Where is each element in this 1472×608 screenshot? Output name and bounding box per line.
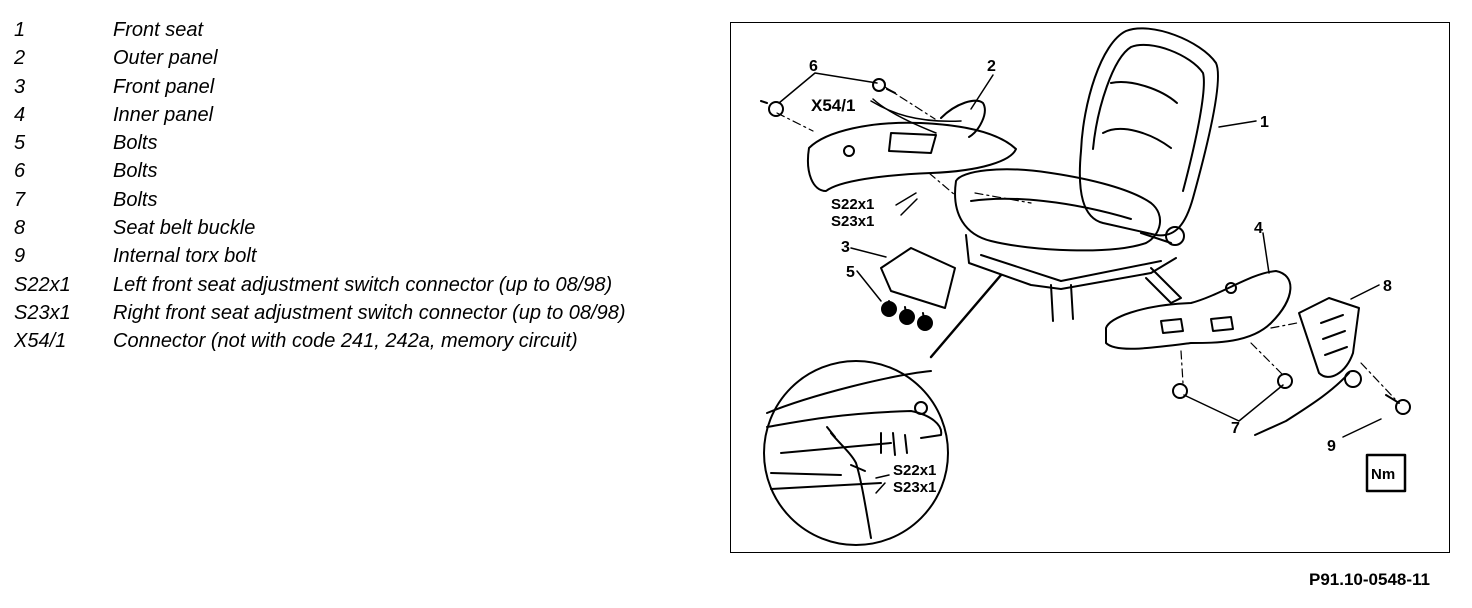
legend-key: 1: [14, 19, 26, 41]
legend-key: 7: [14, 188, 26, 211]
inner-panel: [1105, 270, 1292, 350]
callout-x54-1: X54/1: [811, 96, 855, 115]
legend-key: 8: [14, 217, 26, 240]
torque-symbol-box: [1365, 453, 1407, 493]
callout-1: 1: [1260, 114, 1269, 131]
legend-description: Seat belt buckle: [113, 217, 256, 240]
legend-key: 6: [14, 160, 26, 183]
legend-description: Bolts: [113, 188, 158, 211]
legend-description: Front panel: [113, 75, 215, 98]
legend-key: X54/1: [14, 330, 67, 353]
legend-key: 4: [14, 103, 26, 126]
torx-bolt: [1385, 394, 1411, 415]
outer-panel: [807, 99, 1017, 192]
legend-key: S23x1: [14, 301, 71, 324]
legend-description: Bolts: [113, 160, 158, 183]
legend-description: Front seat: [113, 19, 204, 41]
bolts-5: [881, 300, 933, 331]
callout-5: 5: [846, 264, 855, 281]
seat-belt-buckle: [1254, 297, 1362, 436]
front-panel: [880, 247, 956, 309]
figure-id: P91.10-0548-11: [1309, 570, 1430, 589]
callout-s23x1: S23x1: [831, 213, 874, 230]
legend-description: Right front seat adjustment switch conne…: [113, 301, 626, 324]
legend-key: 3: [14, 75, 26, 98]
callout-leaders: [778, 72, 1382, 494]
front-seat: [954, 27, 1219, 322]
callout-4: 4: [1254, 220, 1263, 237]
callout-6: 6: [809, 58, 818, 75]
seat-diagram: 1 2 3 4 5 6 7 8 9 X54/1 S22x1 S23x1 S22x…: [730, 22, 1450, 553]
callout-3: 3: [841, 239, 850, 256]
legend-description: Connector (not with code 241, 242a, memo…: [113, 330, 578, 353]
legend-description: Left front seat adjustment switch connec…: [113, 273, 613, 296]
legend-key: S22x1: [14, 273, 71, 296]
legend-key: 2: [14, 47, 26, 70]
bolts-7: [1172, 373, 1293, 399]
torque-symbol: Nm: [1371, 466, 1395, 483]
callout-9: 9: [1327, 438, 1336, 455]
seat-illustration: 1 2 3 4 5 6 7 8 9 X54/1 S22x1 S23x1 S22x…: [760, 27, 1411, 546]
callout-7: 7: [1231, 420, 1240, 437]
legend-description: Internal torx bolt: [113, 245, 257, 268]
legend-key: 5: [14, 132, 26, 155]
legend-description: Bolts: [113, 132, 158, 155]
callout-2: 2: [987, 58, 996, 75]
callout-8: 8: [1383, 278, 1392, 295]
detail-callout-s23x1: S23x1: [893, 479, 936, 496]
detail-view: [763, 360, 949, 546]
legend-description: Outer panel: [113, 47, 218, 70]
legend-key: 9: [14, 245, 26, 268]
callout-s22x1: S22x1: [831, 196, 874, 213]
detail-callout-s22x1: S22x1: [893, 462, 936, 479]
legend-description: Inner panel: [113, 103, 214, 126]
